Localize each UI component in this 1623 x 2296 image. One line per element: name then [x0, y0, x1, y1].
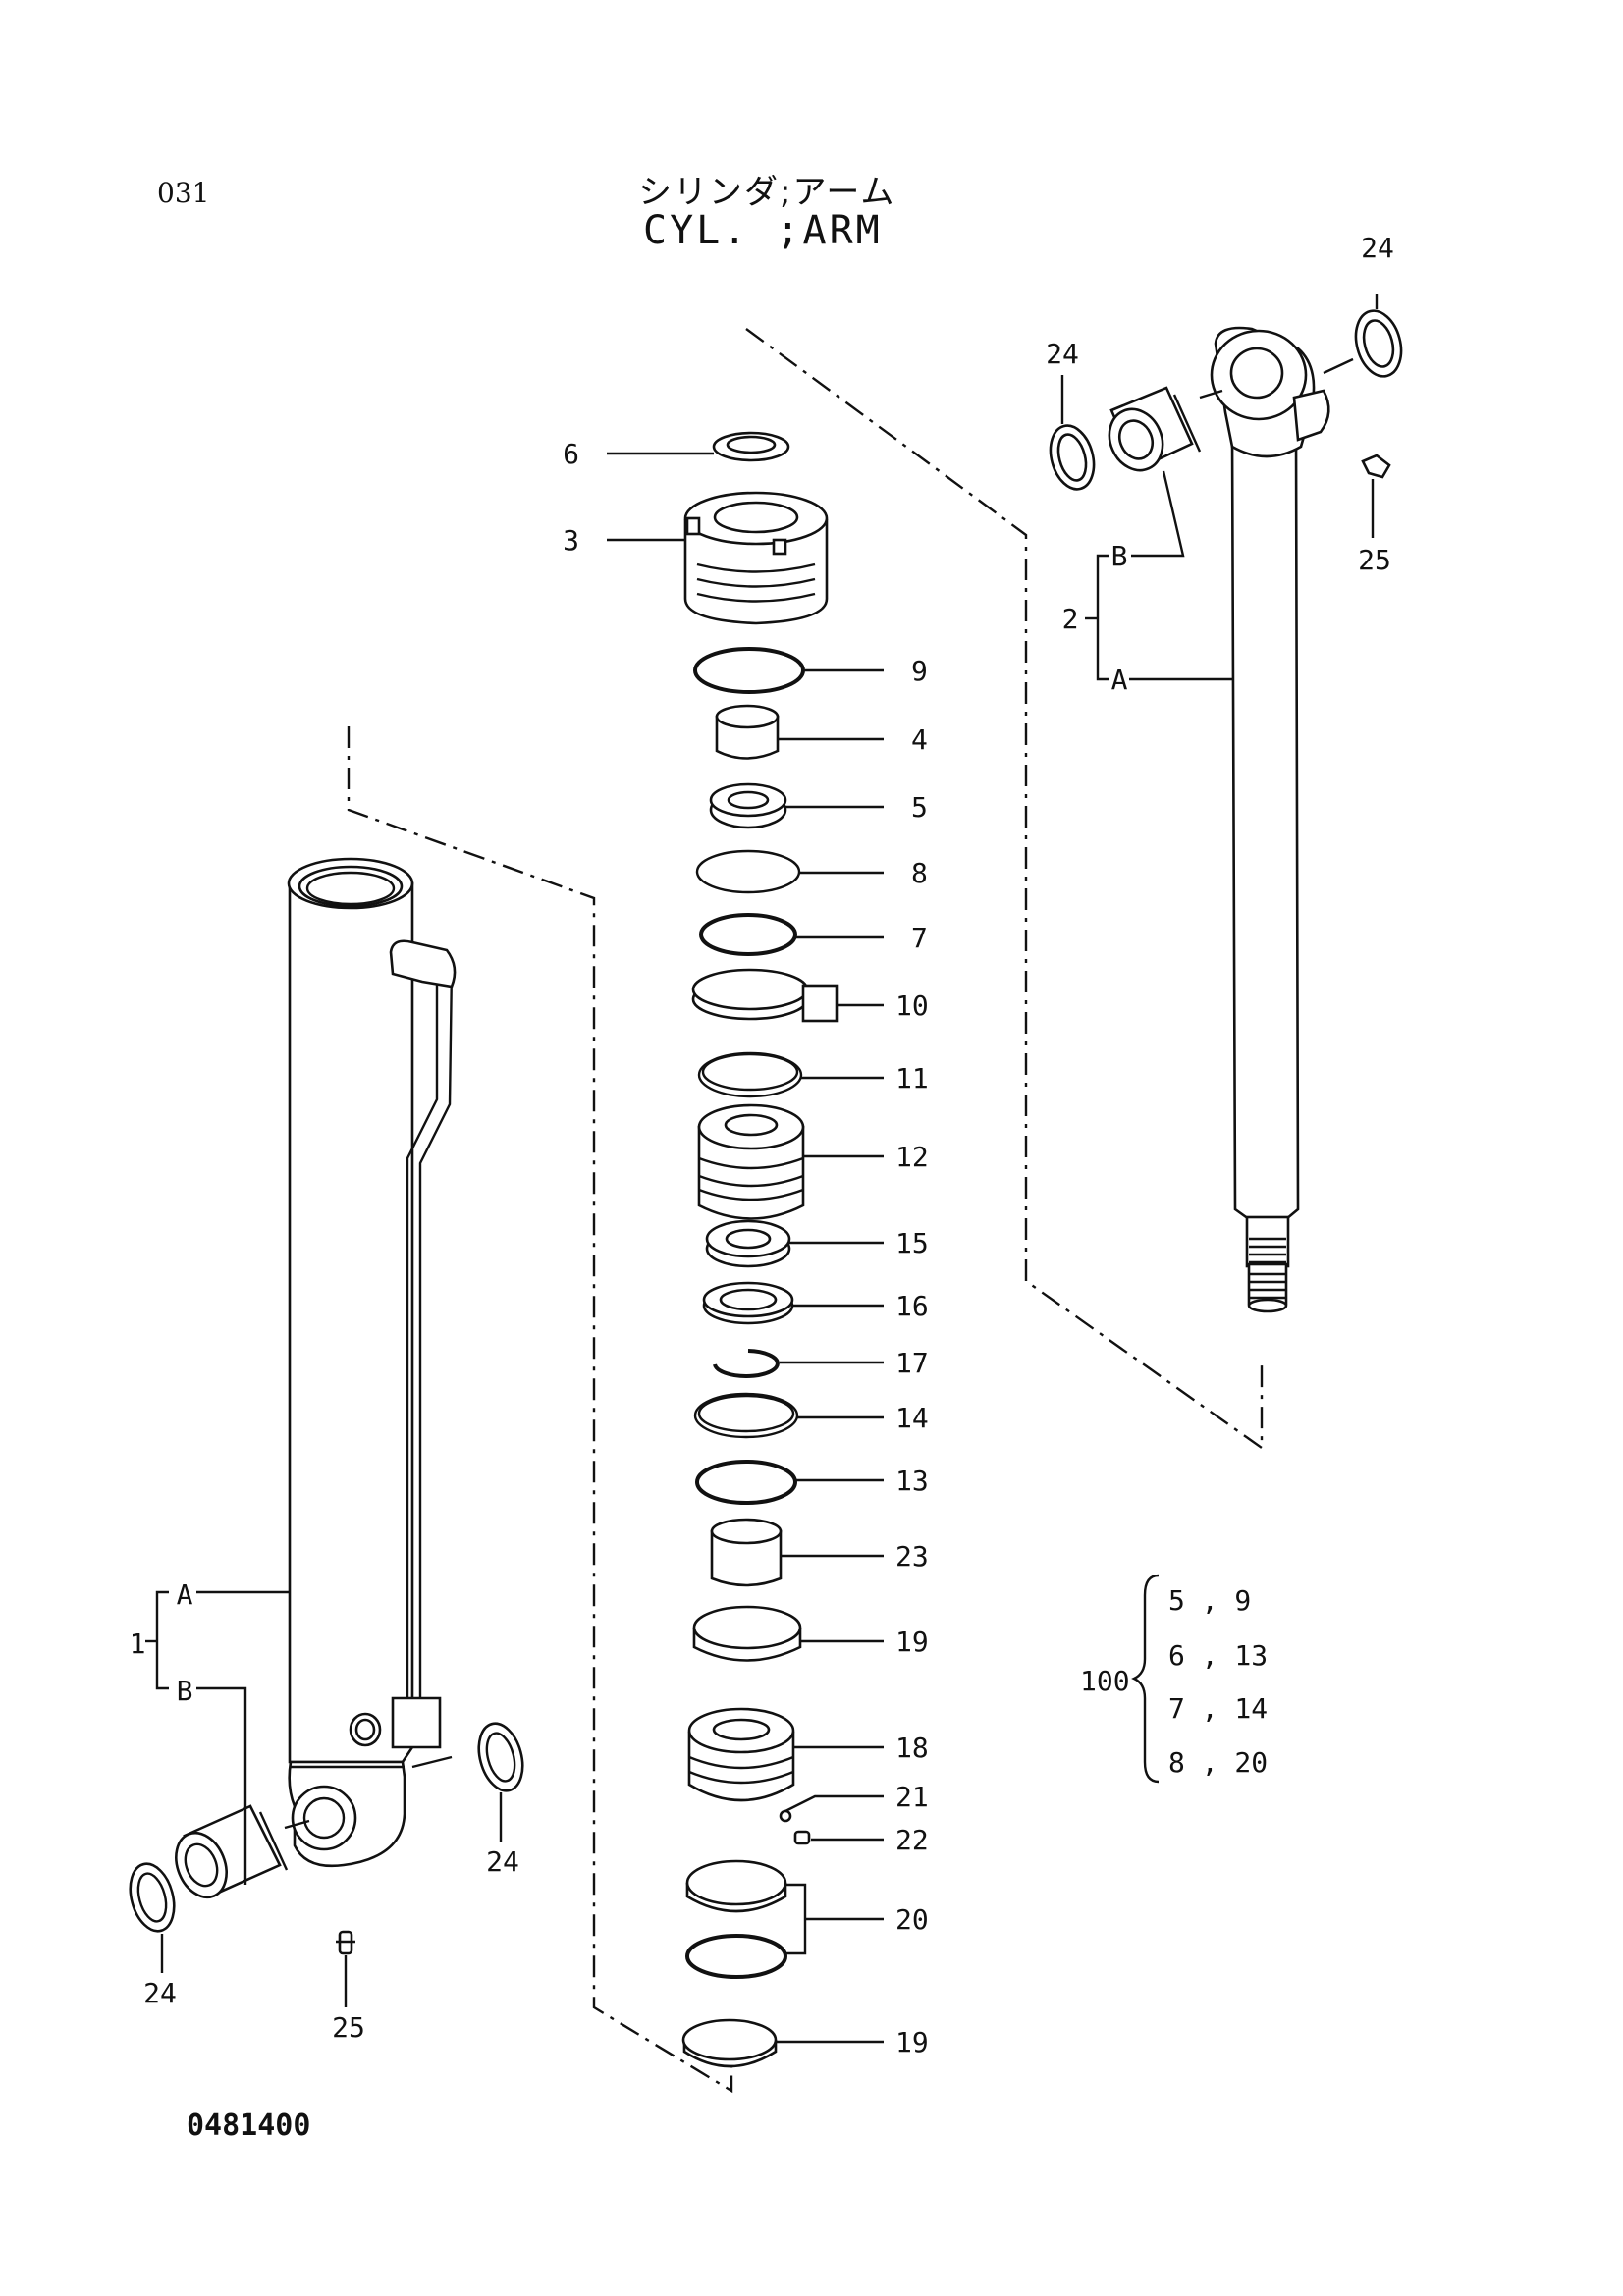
seal-kit-100: 100 5 , 9 6 , 13 7 , 14 8 , 20 [1080, 1574, 1268, 1784]
part-25-tube-grease-fitting [336, 1930, 355, 1955]
part-24-tube-seal-right [477, 1722, 524, 1792]
part-24-rod-seal-right [1354, 309, 1403, 378]
kit-row-1: 5 , 9 [1168, 1584, 1251, 1617]
callout-25-rod: 25 [1358, 544, 1391, 576]
callout-24-tube-right: 24 [486, 1845, 519, 1878]
callout-6: 6 [563, 438, 579, 470]
callout-12: 12 [895, 1141, 929, 1173]
callout-A-rod: A [1111, 664, 1128, 696]
callout-11: 11 [895, 1062, 929, 1095]
callout-7: 7 [911, 922, 928, 954]
part-23-cushion-bearing [710, 1518, 783, 1587]
drawing-number: 0481400 [187, 2109, 311, 2143]
callout-13: 13 [895, 1465, 929, 1497]
part-3-rod-cover [683, 491, 829, 625]
part-12-piston [697, 1103, 805, 1220]
title-english: CYL. ;ARM [643, 208, 883, 253]
callout-B-tube: B [177, 1675, 193, 1707]
callout-9: 9 [911, 655, 928, 687]
part-4-bushing [715, 704, 780, 760]
callout-17: 17 [895, 1347, 929, 1379]
part-2b-rod-bushing [1108, 386, 1202, 472]
callout-1-tube: 1 [130, 1628, 146, 1660]
projection-line-rod [745, 328, 1264, 1451]
part-2-piston-rod [1210, 326, 1330, 1313]
part-18-cushion-ring [687, 1707, 795, 1802]
part-10-wear-ring [691, 968, 839, 1023]
kit-row-4: 8 , 20 [1168, 1746, 1268, 1779]
callout-24-rod-left: 24 [1046, 338, 1079, 370]
callout-20: 20 [895, 1903, 929, 1936]
part-15-seal-ring [705, 1219, 791, 1268]
callout-3: 3 [563, 524, 579, 557]
part-24-rod-seal-left [1049, 424, 1096, 491]
part-8-backup-ring [695, 849, 801, 894]
part-25-rod-grease-fitting [1361, 454, 1391, 479]
callout-19-lower: 19 [895, 2026, 929, 2058]
kit-number: 100 [1080, 1665, 1130, 1697]
callout-23: 23 [895, 1540, 929, 1573]
callout-5: 5 [911, 791, 928, 824]
rod-leader-lines [1060, 294, 1379, 681]
callout-24-tube-left: 24 [143, 1977, 177, 2009]
kit-row-3: 7 , 14 [1168, 1692, 1268, 1725]
callout-14: 14 [895, 1402, 929, 1434]
part-5-buffer-ring [709, 782, 787, 829]
part-24-tube-seal-left [129, 1862, 176, 1933]
callout-24-rod-right: 24 [1361, 232, 1394, 264]
part-17-snap-ring [713, 1349, 780, 1378]
part-22-plug [793, 1830, 811, 1845]
part-19-wear-ring-lower [681, 2018, 778, 2068]
callout-25-tube: 25 [332, 2011, 365, 2044]
callout-15: 15 [895, 1227, 929, 1259]
callout-B-rod: B [1111, 540, 1128, 572]
part-19-wear-ring-upper [692, 1605, 802, 1662]
callout-4: 4 [911, 723, 928, 756]
page-number: 031 [157, 177, 210, 209]
callout-16: 16 [895, 1290, 929, 1322]
part-1b-tube-bushing [175, 1804, 289, 1899]
part-14-backup-ring [693, 1392, 799, 1439]
title-japanese: シリンダ;アーム [638, 173, 896, 212]
callout-8: 8 [911, 857, 928, 889]
callout-10: 10 [895, 989, 929, 1022]
part-9-o-ring [693, 647, 805, 694]
part-6-dust-seal [712, 431, 790, 462]
callout-A-tube: A [177, 1578, 193, 1611]
tube-leader-lines [145, 1590, 503, 2007]
callout-2-rod: 2 [1062, 603, 1079, 635]
part-13-o-ring [695, 1460, 797, 1505]
callout-22: 22 [895, 1824, 929, 1856]
part-1-cylinder-tube [287, 857, 457, 1868]
part-7-u-ring [699, 913, 797, 956]
projection-line-tube [347, 726, 733, 2094]
kit-row-2: 6 , 13 [1168, 1639, 1268, 1672]
part-21-ball [779, 1809, 792, 1823]
part-11-slide-ring [697, 1051, 803, 1098]
callout-19-upper: 19 [895, 1626, 929, 1658]
callout-21: 21 [895, 1781, 929, 1813]
part-20-seal-kit [685, 1859, 787, 1979]
callout-18: 18 [895, 1732, 929, 1764]
part-16-nut [702, 1281, 794, 1325]
center-leader-lines [607, 452, 884, 2044]
